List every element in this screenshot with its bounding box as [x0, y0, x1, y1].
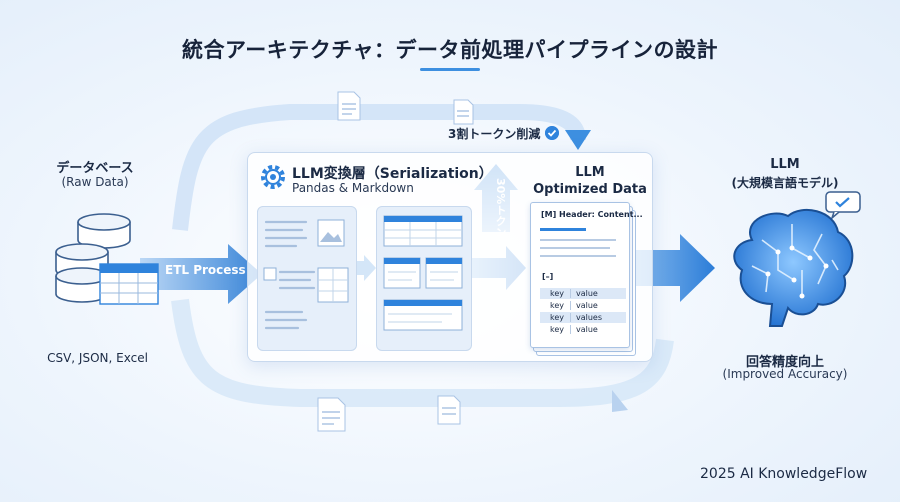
etl-arrow — [140, 244, 262, 304]
llm-title: LLM — [770, 157, 800, 172]
layer-title: LLM変換層（Serialization） — [292, 166, 493, 182]
card-header-text: [M] Header: Content... — [541, 210, 643, 219]
table-icons — [383, 215, 463, 331]
etl-label: ETL Process — [165, 263, 246, 277]
token-reduction-label: 3割トークン削減 — [448, 127, 541, 141]
bottom-flow-path — [171, 298, 674, 407]
floating-doc-icons — [317, 91, 474, 432]
page-title: 統合アーキテクチャ：データ前処理パイプラインの設計 — [181, 38, 719, 62]
source-label: データベース — [56, 161, 134, 176]
card-text-lines — [540, 228, 616, 257]
database-icon — [55, 213, 159, 305]
check-circle-icon — [545, 126, 559, 140]
footer-brand: 2025 AI KnowledgeFlow — [700, 466, 868, 482]
llm-result-sub: (Improved Accuracy) — [722, 367, 848, 381]
gear-icon — [261, 165, 285, 189]
chat-check-icon — [825, 191, 861, 220]
source-sublabel: (Raw Data) — [61, 175, 129, 189]
top-flow-path — [172, 104, 586, 231]
optimized-data-card — [530, 202, 630, 348]
text-document-icon — [263, 219, 349, 330]
reduction-badge-text: 30%トクン — [494, 178, 507, 238]
llm-subtitle: (大規模言語モデル) — [731, 176, 839, 190]
title-underline — [420, 68, 480, 71]
layer-subtitle: Pandas & Markdown — [292, 181, 414, 195]
optimized-title-line1: LLM — [575, 165, 605, 180]
optimized-title-line2: Optimized Data — [533, 182, 647, 197]
source-formats: CSV, JSON, Excel — [47, 351, 148, 365]
llm-result: 回答精度向上 — [745, 355, 824, 370]
brain-icon — [733, 208, 854, 327]
optimized-data-title: LLM Optimized Data — [530, 164, 650, 198]
card-bracket: [–] — [542, 272, 554, 281]
